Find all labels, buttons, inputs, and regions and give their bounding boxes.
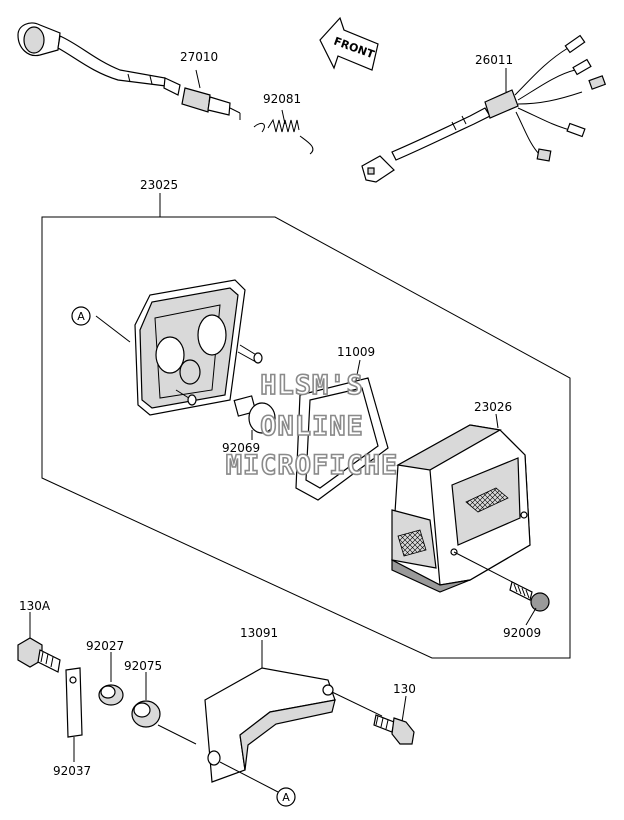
watermark-line-2: ONLINE bbox=[260, 411, 364, 442]
part-92037-strap bbox=[65, 667, 83, 762]
part-92075-grommet bbox=[131, 672, 197, 745]
part-11009-gasket bbox=[295, 359, 389, 501]
label-92009: 92009 bbox=[503, 626, 541, 640]
label-13091: 13091 bbox=[240, 626, 278, 640]
watermark-line-3: MICROFICHE bbox=[226, 450, 399, 481]
callout-a-bottom bbox=[276, 787, 296, 807]
label-92027: 92027 bbox=[86, 639, 124, 653]
part-13091-bracket bbox=[204, 640, 383, 793]
label-26011: 26011 bbox=[475, 53, 513, 67]
label-92075: 92075 bbox=[124, 659, 162, 673]
front-direction-arrow: FRONT bbox=[319, 16, 379, 71]
label-130a: 130A bbox=[19, 599, 51, 613]
watermark-line-1: HLSM'S bbox=[260, 370, 364, 401]
part-tail-lamp-housing bbox=[95, 279, 263, 416]
label-92037: 92037 bbox=[53, 764, 91, 778]
callout-a-bottom-letter: A bbox=[282, 791, 290, 804]
callout-a-top bbox=[71, 306, 91, 326]
part-27010-stop-switch bbox=[17, 22, 241, 120]
part-92027-collar bbox=[98, 652, 124, 706]
label-11009: 11009 bbox=[337, 345, 375, 359]
label-92069: 92069 bbox=[222, 441, 260, 455]
part-26011-wiring-harness bbox=[361, 34, 607, 183]
part-23026-lamp-lens bbox=[391, 413, 531, 593]
watermark: HLSM'S ONLINE MICROFICHE bbox=[225, 369, 399, 482]
label-23026: 23026 bbox=[474, 400, 512, 414]
label-23025: 23025 bbox=[140, 178, 178, 192]
label-130: 130 bbox=[393, 682, 416, 696]
part-130-bolt bbox=[373, 695, 415, 745]
label-92081: 92081 bbox=[263, 92, 301, 106]
part-92081-spring bbox=[253, 109, 314, 155]
part-92009-screw bbox=[453, 551, 550, 626]
label-27010: 27010 bbox=[180, 50, 218, 64]
part-92069-bulb bbox=[233, 395, 276, 440]
assembly-group-outline bbox=[41, 216, 571, 659]
callout-a-top-letter: A bbox=[77, 310, 85, 323]
part-130a-bolt bbox=[17, 612, 61, 673]
